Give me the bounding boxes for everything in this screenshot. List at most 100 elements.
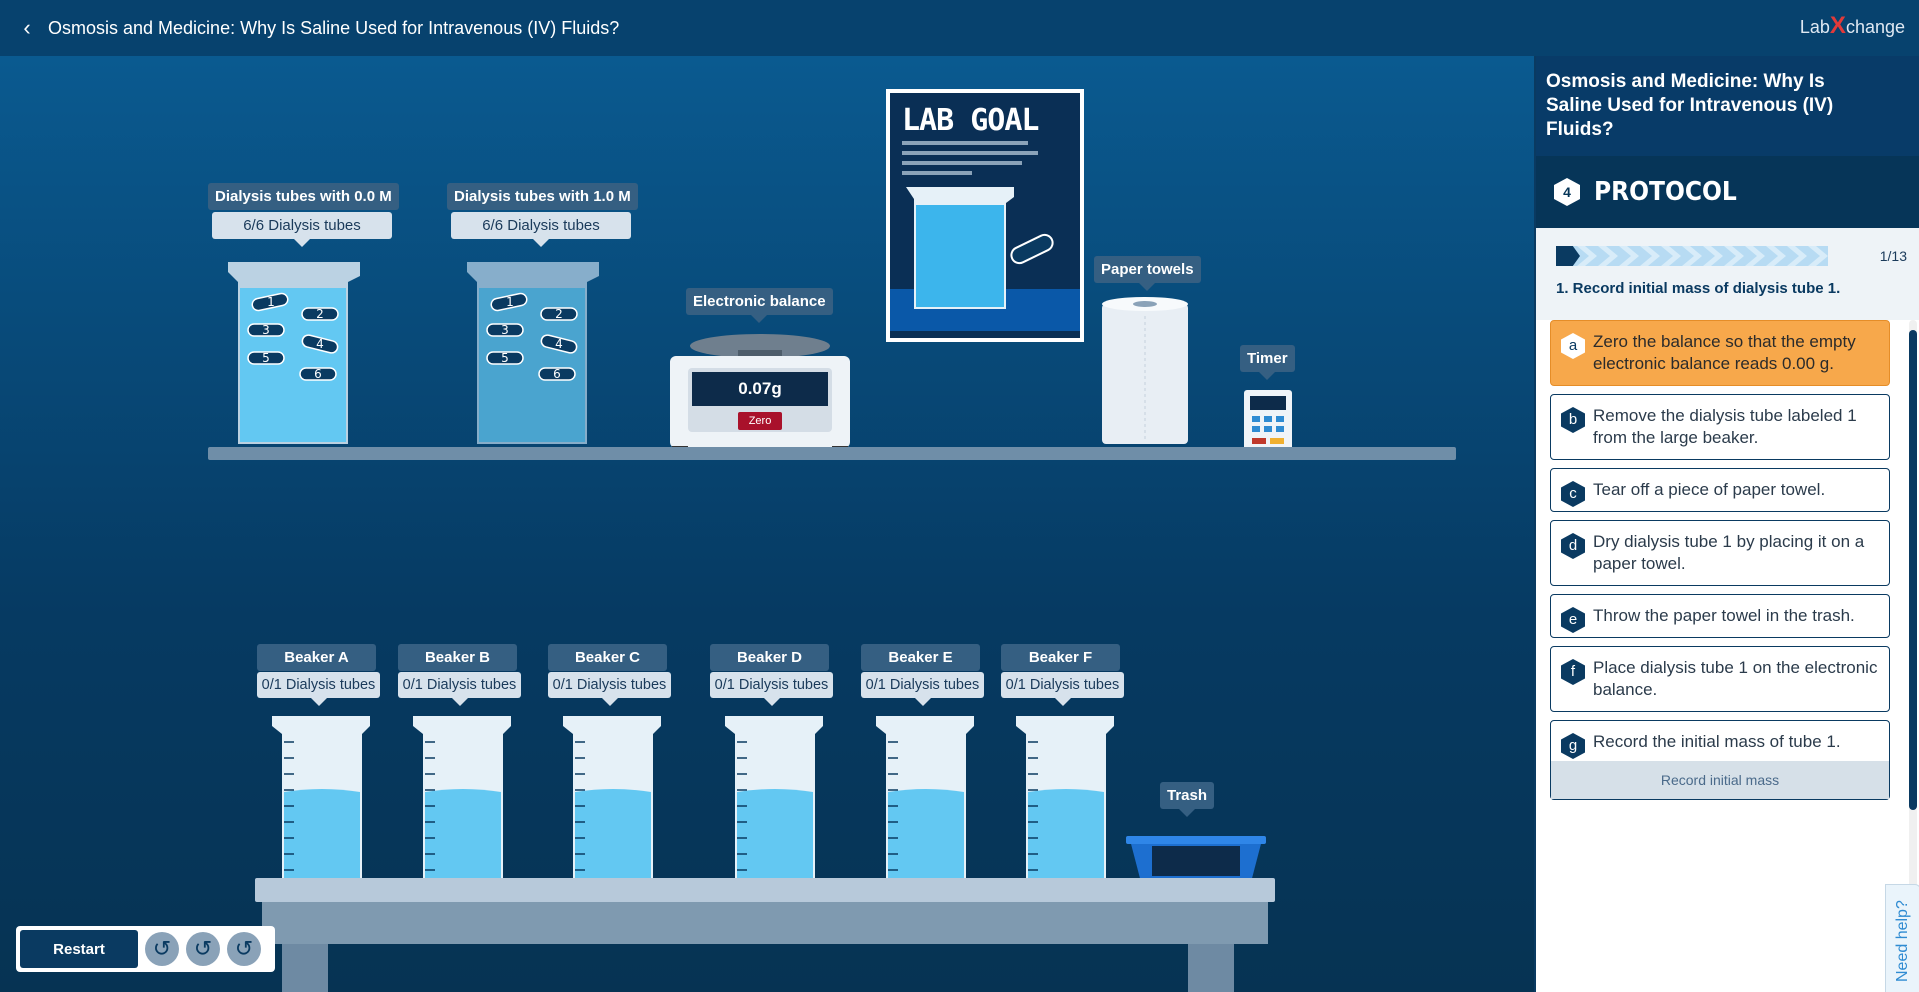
- svg-text:5: 5: [501, 351, 509, 365]
- panel-scrollbar[interactable]: [1909, 320, 1917, 992]
- step-g[interactable]: g Record the initial mass of tube 1. Rec…: [1550, 720, 1890, 800]
- restart-button[interactable]: Restart: [20, 930, 138, 968]
- timer-label: Timer: [1240, 345, 1295, 380]
- beaker-b-count: 0/1 Dialysis tubes: [398, 672, 521, 706]
- progress-chevron: [1703, 246, 1723, 266]
- svg-text:1: 1: [506, 295, 514, 309]
- svg-text:6: 6: [314, 367, 322, 381]
- zero-button[interactable]: Zero: [748, 415, 772, 427]
- lab-table-body: [262, 902, 1268, 944]
- trash-bin[interactable]: [1126, 826, 1266, 888]
- balance-label: Electronic balance: [686, 288, 833, 323]
- svg-text:3: 3: [501, 323, 509, 337]
- progress-chevron: [1766, 246, 1786, 266]
- progress-chevron: [1724, 246, 1744, 266]
- svg-text:5: 5: [262, 351, 270, 365]
- progress-area: 1/13 1. Record initial mass of dialysis …: [1536, 228, 1919, 320]
- beaker-c-count: 0/1 Dialysis tubes: [548, 672, 671, 706]
- lab-goal-title: LAB GOAL: [902, 103, 1040, 138]
- panel-title: Osmosis and Medicine: Why Is Saline Used…: [1536, 56, 1919, 156]
- progress-count: 1/13: [1879, 248, 1907, 264]
- stock-beaker-1[interactable]: 1 2 3 4 5 6: [224, 258, 364, 449]
- undo-icon[interactable]: ↺: [145, 932, 179, 966]
- step-letter-badge: b: [1561, 407, 1585, 433]
- svg-text:1: 1: [267, 295, 275, 309]
- trash-label: Trash: [1160, 782, 1215, 817]
- protocol-header: 4 PROTOCOL: [1536, 156, 1919, 228]
- beaker-a-label: Beaker A: [257, 644, 376, 671]
- progress-chevron: [1577, 246, 1597, 266]
- electronic-balance[interactable]: 0.07g Zero: [668, 332, 852, 452]
- protocol-panel: Osmosis and Medicine: Why Is Saline Used…: [1534, 56, 1919, 992]
- step-list: a Zero the balance so that the empty ele…: [1550, 320, 1890, 808]
- table-leg: [1188, 944, 1234, 992]
- svg-text:2: 2: [555, 307, 563, 321]
- dialysis-tube-6: [299, 367, 337, 381]
- section-number-badge: 4: [1554, 178, 1580, 206]
- dialysis-tube-2: [301, 307, 339, 321]
- stock-beaker-2-label: Dialysis tubes with 1.0 M: [447, 183, 638, 210]
- lab-goal-poster[interactable]: LAB GOAL: [886, 89, 1084, 342]
- svg-text:2: 2: [316, 307, 324, 321]
- lab-scene: Dialysis tubes with 0.0 M 6/6 Dialysis t…: [0, 56, 1534, 992]
- beaker-e[interactable]: [874, 712, 978, 886]
- beaker-d-label: Beaker D: [710, 644, 829, 671]
- beaker-c[interactable]: [561, 712, 665, 886]
- progress-chevron: [1745, 246, 1765, 266]
- step-e[interactable]: e Throw the paper towel in the trash.: [1550, 594, 1890, 638]
- beaker-f-label: Beaker F: [1001, 644, 1120, 671]
- labxchange-logo: LabXchange: [1799, 12, 1905, 39]
- stock-beaker-2-count: 6/6 Dialysis tubes: [451, 212, 631, 247]
- beaker-d[interactable]: [723, 712, 827, 886]
- beaker-f[interactable]: [1014, 712, 1118, 886]
- bottom-controls: Restart ↺ ↺ ↺: [16, 926, 275, 972]
- beaker-a-count: 0/1 Dialysis tubes: [257, 672, 380, 706]
- beaker-e-count: 0/1 Dialysis tubes: [861, 672, 984, 706]
- progress-chevron: [1682, 246, 1702, 266]
- step-letter-badge: g: [1561, 733, 1585, 759]
- step-b[interactable]: b Remove the dialysis tube labeled 1 fro…: [1550, 394, 1890, 460]
- timer[interactable]: [1244, 390, 1292, 452]
- step-letter-badge: f: [1561, 659, 1585, 685]
- stock-beaker-2[interactable]: 1 2 3 4 5 6: [463, 258, 603, 449]
- step-letter-badge: a: [1561, 333, 1585, 359]
- progress-chevron: [1661, 246, 1681, 266]
- dialysis-tube-1: [251, 292, 289, 312]
- beaker-b-label: Beaker B: [398, 644, 517, 671]
- svg-text:4: 4: [555, 337, 563, 351]
- step-letter-badge: c: [1561, 481, 1585, 507]
- stock-beaker-1-label: Dialysis tubes with 0.0 M: [208, 183, 399, 210]
- undo-icon[interactable]: ↺: [186, 932, 220, 966]
- svg-text:6: 6: [553, 367, 561, 381]
- step-f[interactable]: f Place dialysis tube 1 on the electroni…: [1550, 646, 1890, 712]
- table-leg: [282, 944, 328, 992]
- back-chevron-icon[interactable]: ‹: [23, 15, 31, 40]
- step-a[interactable]: a Zero the balance so that the empty ele…: [1550, 320, 1890, 386]
- beaker-f-count: 0/1 Dialysis tubes: [1001, 672, 1124, 706]
- undo-icon[interactable]: ↺: [227, 932, 261, 966]
- stock-beaker-1-count: 6/6 Dialysis tubes: [212, 212, 392, 247]
- step-d[interactable]: d Dry dialysis tube 1 by placing it on a…: [1550, 520, 1890, 586]
- paper-towel-roll[interactable]: [1100, 296, 1190, 448]
- balance-display: 0.07g: [738, 379, 782, 398]
- progress-chevron: [1619, 246, 1639, 266]
- top-bar: ‹ Osmosis and Medicine: Why Is Saline Us…: [0, 0, 1919, 56]
- progress-chevron: [1787, 246, 1807, 266]
- beaker-a[interactable]: [270, 712, 374, 886]
- step-c[interactable]: c Tear off a piece of paper towel.: [1550, 468, 1890, 512]
- svg-text:4: 4: [316, 337, 324, 351]
- section-title: PROTOCOL: [1594, 177, 1737, 207]
- lab-table-top: [255, 878, 1275, 902]
- step-letter-badge: e: [1561, 607, 1585, 633]
- beaker-c-label: Beaker C: [548, 644, 667, 671]
- need-help-tab[interactable]: Need help?: [1885, 884, 1919, 992]
- page-title: Osmosis and Medicine: Why Is Saline Used…: [48, 17, 620, 38]
- step-letter-badge: d: [1561, 533, 1585, 559]
- record-initial-mass-button[interactable]: Record initial mass: [1551, 761, 1889, 799]
- current-step-title: 1. Record initial mass of dialysis tube …: [1556, 280, 1841, 297]
- beaker-b[interactable]: [411, 712, 515, 886]
- dialysis-tube-3: [247, 323, 285, 337]
- paper-towels-label: Paper towels: [1094, 256, 1201, 291]
- beaker-d-count: 0/1 Dialysis tubes: [710, 672, 833, 706]
- progress-chevron: [1808, 246, 1828, 266]
